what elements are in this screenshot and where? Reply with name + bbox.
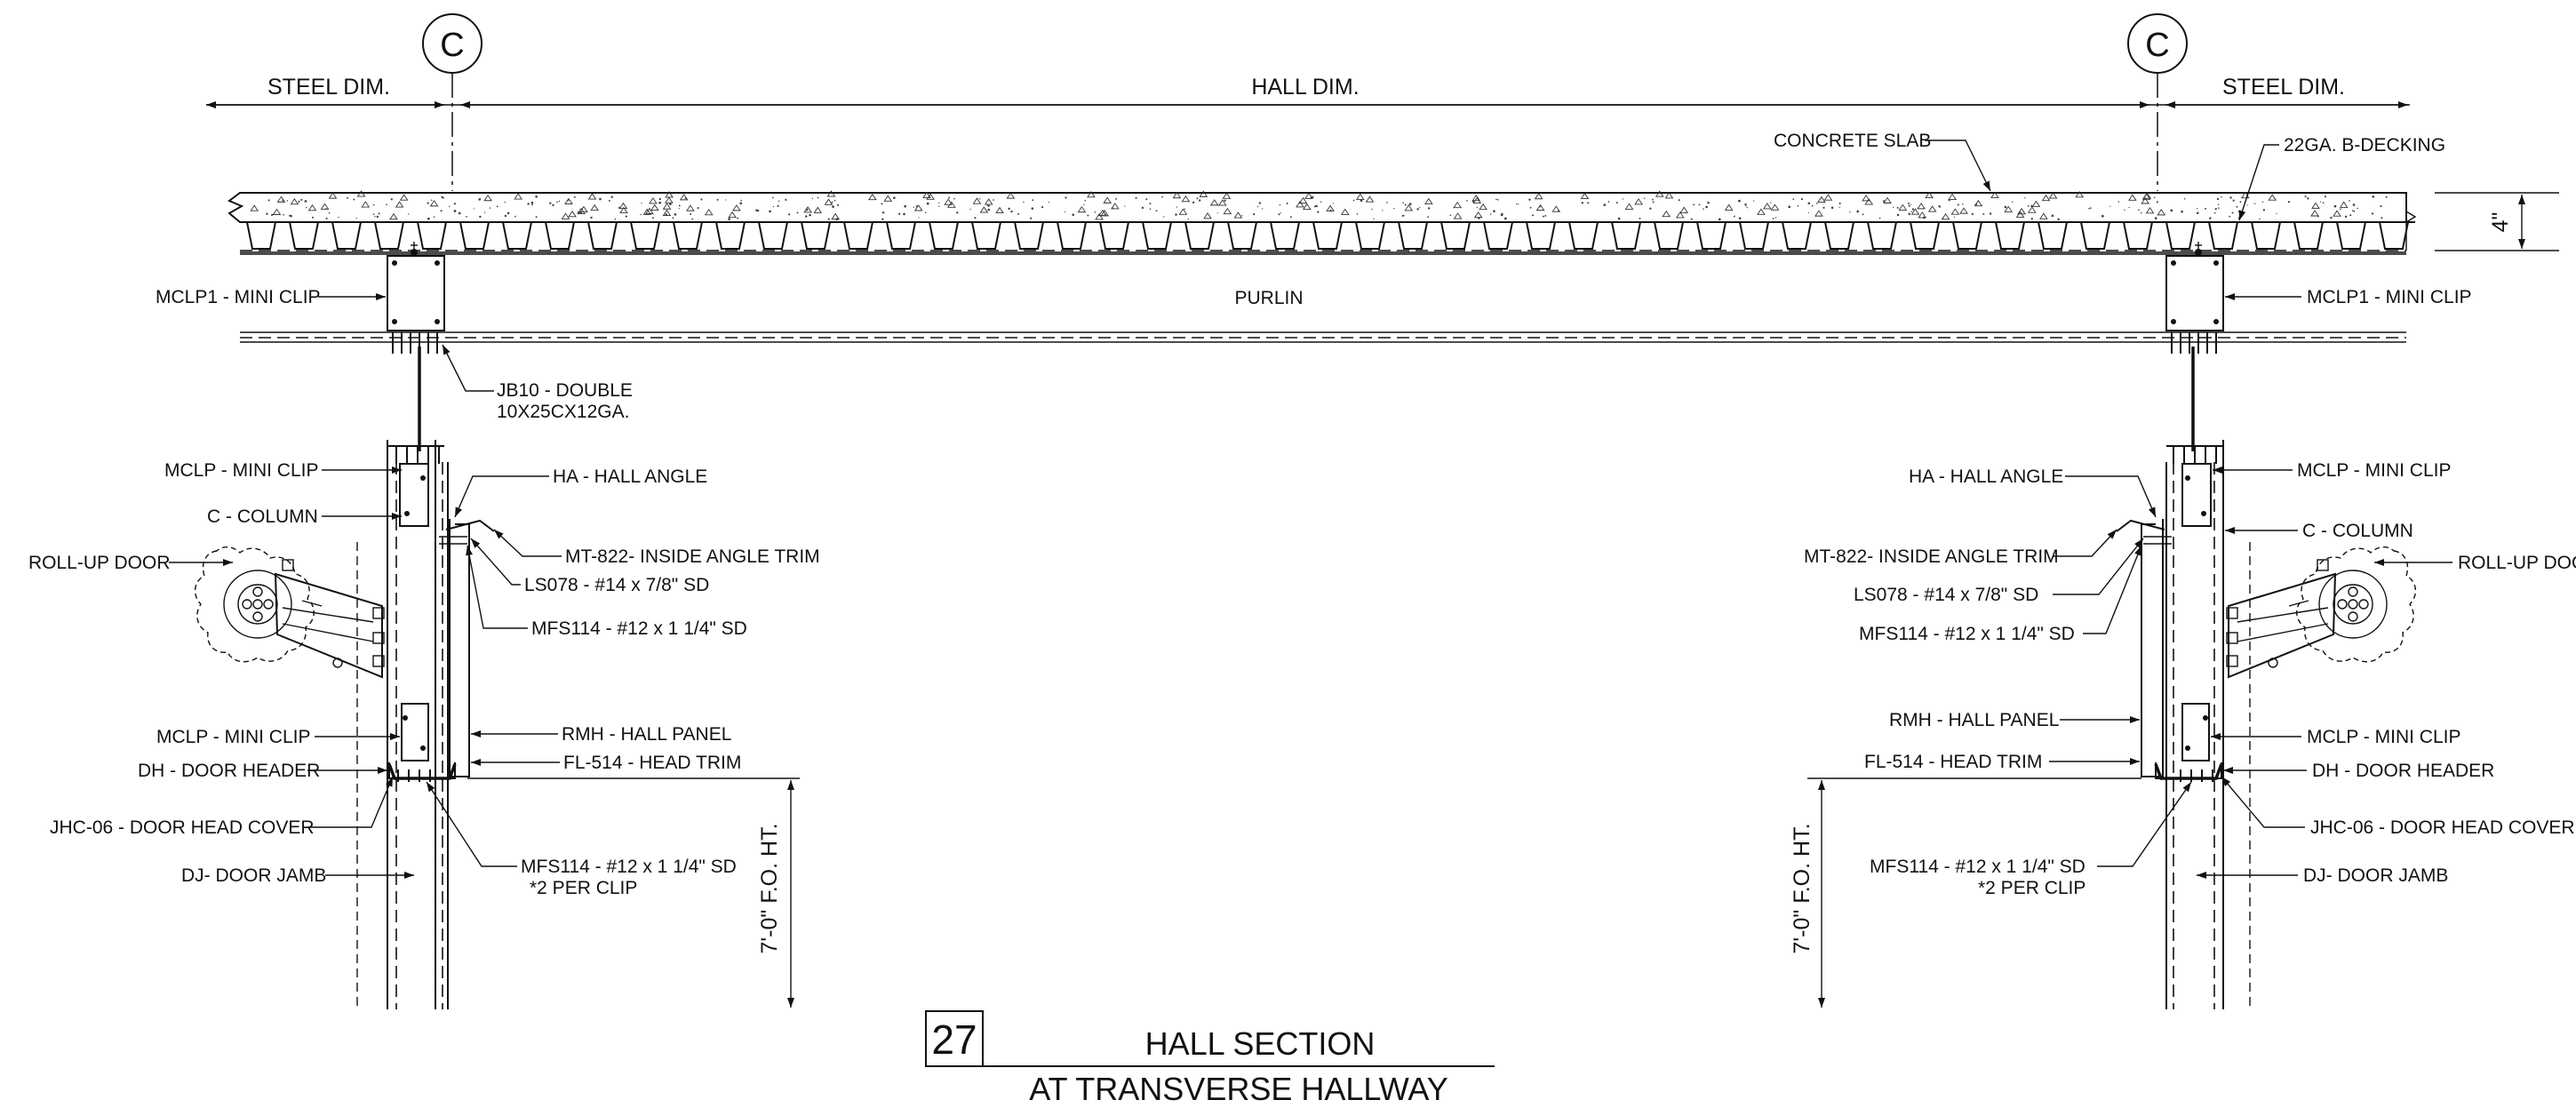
grid-marker-left: C — [422, 13, 483, 74]
slab-aggregate-pattern — [250, 190, 2388, 221]
hall-dim-label: HALL DIM. — [1251, 75, 1359, 100]
grid-label-right: C — [2145, 27, 2169, 64]
steel-dim-left-label: STEEL DIM. — [267, 75, 390, 100]
concrete-slab-label: CONCRETE SLAB — [1774, 131, 1931, 151]
left-mfs114-label: MFS114 - #12 x 1 1/4" SD — [531, 618, 747, 639]
mclp1-right-label: MCLP1 - MINI CLIP — [2307, 287, 2472, 307]
right-ha-label: HA - HALL ANGLE — [1909, 466, 2063, 487]
detail-title: HALL SECTION — [1145, 1025, 1376, 1062]
right-dj-label: DJ- DOOR JAMB — [2303, 865, 2448, 886]
right-c-column-label: C - COLUMN — [2302, 521, 2413, 541]
rollup-door-left — [195, 546, 385, 679]
right-mfs114-clip-line1: MFS114 - #12 x 1 1/4" SD — [1870, 857, 2086, 877]
left-c-column-label: C - COLUMN — [207, 506, 318, 527]
b-decking-label: 22GA. B-DECKING — [2284, 135, 2445, 155]
jb10-label-line2: 10X25CX12GA. — [497, 402, 629, 422]
mclp-bottom-clip-right — [2181, 703, 2210, 761]
jb10-label-line1: JB10 - DOUBLE — [497, 380, 633, 401]
right-mfs114-label: MFS114 - #12 x 1 1/4" SD — [1859, 624, 2075, 644]
title-block: 27 HALL SECTION AT TRANSVERSE HALLWAY — [925, 1010, 1495, 1107]
purlin — [240, 253, 2406, 343]
inside-angle-trim-left — [445, 519, 495, 532]
left-mfs114-clip-line2: *2 PER CLIP — [530, 878, 637, 898]
right-mclp-top-label: MCLP - MINI CLIP — [2297, 460, 2451, 481]
hall-angle-left — [449, 519, 470, 777]
right-ls078-label: LS078 - #14 x 7/8" SD — [1854, 585, 2038, 605]
b-decking — [240, 193, 2417, 253]
left-ha-label: HA - HALL ANGLE — [553, 466, 707, 487]
right-rollup-door-label: ROLL-UP DOOR — [2458, 553, 2576, 573]
purlin-label: PURLIN — [1234, 288, 1303, 308]
left-mclp-top-label: MCLP - MINI CLIP — [164, 460, 318, 481]
mclp1-clip-right — [2165, 255, 2224, 331]
right-mt822-label: MT-822- INSIDE ANGLE TRIM — [1804, 546, 2059, 567]
right-mfs114-clip-line2: *2 PER CLIP — [1978, 878, 2086, 898]
left-mt822-label: MT-822- INSIDE ANGLE TRIM — [565, 546, 820, 567]
left-mfs114-clip-line1: MFS114 - #12 x 1 1/4" SD — [521, 857, 737, 877]
left-rollup-door-label: ROLL-UP DOOR — [28, 553, 170, 573]
mclp-bottom-clip-left — [401, 703, 429, 761]
inside-angle-trim-right — [2116, 519, 2165, 532]
grid-label-left: C — [440, 27, 464, 64]
left-dh-label: DH - DOOR HEADER — [138, 761, 320, 781]
left-mclp-bottom-label: MCLP - MINI CLIP — [156, 727, 310, 747]
left-column-assembly: 7'-0" F.O. HT. — [195, 242, 800, 1009]
rollup-door-right — [2226, 546, 2416, 679]
steel-dim-right-label: STEEL DIM. — [2222, 75, 2345, 100]
mclp1-clip-left — [387, 255, 445, 331]
fo-height-left-label: 7'-0" F.O. HT. — [757, 823, 782, 953]
mclp1-left-label: MCLP1 - MINI CLIP — [156, 287, 321, 307]
left-jhc-label: JHC-06 - DOOR HEAD COVER — [50, 817, 315, 838]
left-fl514-label: FL-514 - HEAD TRIM — [563, 753, 741, 773]
right-column-assembly: 7'-0" F.O. HT. — [1790, 242, 2416, 1009]
right-fl514-label: FL-514 - HEAD TRIM — [1864, 752, 2042, 772]
left-rmh-label: RMH - HALL PANEL — [562, 724, 731, 745]
grid-marker-right: C — [2127, 13, 2188, 74]
right-jhc-label: JHC-06 - DOOR HEAD COVER — [2310, 817, 2575, 838]
concrete-slab — [227, 190, 2407, 223]
right-dh-label: DH - DOOR HEADER — [2312, 761, 2494, 781]
fo-height-right-label: 7'-0" F.O. HT. — [1790, 823, 1814, 953]
detail-number-box — [925, 1010, 984, 1067]
left-dj-label: DJ- DOOR JAMB — [181, 865, 326, 886]
mclp-top-clip-left — [399, 463, 429, 527]
mclp-top-clip-right — [2181, 463, 2212, 527]
detail-subtitle: AT TRANSVERSE HALLWAY — [1029, 1071, 1448, 1107]
left-ls078-label: LS078 - #14 x 7/8" SD — [524, 575, 709, 595]
detail-number: 27 — [931, 1016, 977, 1063]
hall-angle-right — [2141, 519, 2164, 777]
right-rmh-label: RMH - HALL PANEL — [1889, 710, 2059, 730]
right-mclp-bottom-label: MCLP - MINI CLIP — [2307, 727, 2460, 747]
slab-depth-dimension: 4" — [2435, 192, 2559, 251]
slab-depth-label: 4" — [2488, 212, 2513, 233]
